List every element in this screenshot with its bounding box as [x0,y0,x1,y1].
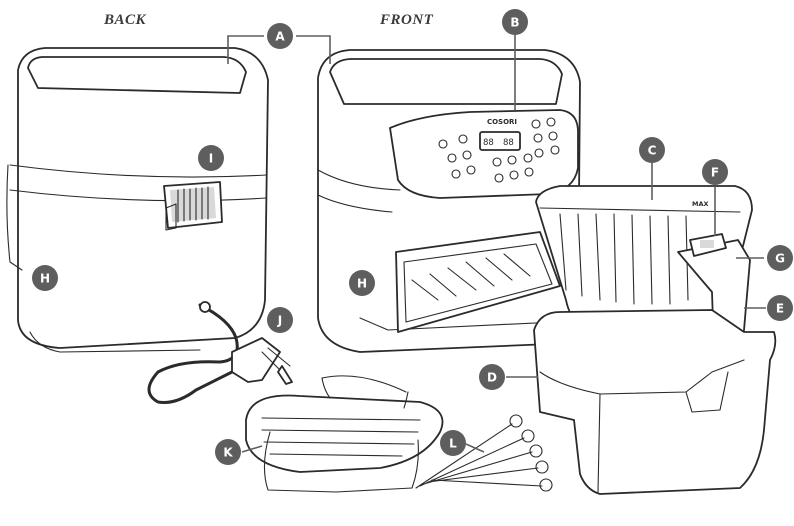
callout-badge-circle [639,137,665,163]
rack-illustration [245,375,444,493]
callout-badge-circle [198,145,224,171]
callout-badge-circle [479,364,505,390]
callout-badge-main-unit-back: H [32,265,58,291]
callout-badge-outer-basket: D [479,364,505,390]
callout-badge-circle [767,245,793,271]
callout-badge-main-unit: A [267,23,293,49]
basket-max-marking: MAX [692,200,709,208]
skewers-illustration [415,414,553,492]
back-view-title: BACK [103,12,147,28]
callout-badge-letter: F [711,166,719,180]
basket-illustration: MAX [535,185,753,353]
callout-badge-circle [215,439,241,465]
callout-badge-letter: B [510,16,519,30]
callout-badge-power-cord: J [267,307,293,333]
callout-badge-letter: H [40,272,50,286]
callout-badge-basket: C [639,137,665,163]
callout-badge-letter: K [223,446,233,460]
callout-badge-control-panel: B [502,9,528,35]
air-outlet-vent [163,181,223,231]
callout-badge-basket-release-button: G [767,245,793,271]
callout-badge-circle [502,9,528,35]
callout-badge-circle [267,23,293,49]
callout-badge-letter: G [775,252,785,266]
callout-badge-air-outlet: I [198,145,224,171]
back-unit [6,47,293,404]
callout-badge-letter: J [277,314,282,328]
callout-badge-letter: L [449,437,457,451]
callout-badge-circle [702,159,728,185]
callout-badge-rack: K [215,439,241,465]
callout-badge-button-guard: F [702,159,728,185]
callout-badge-circle [32,265,58,291]
callout-badge-letter: E [776,302,784,316]
callout-badge-letter: A [275,30,285,44]
callout-badge-letter: I [209,152,213,166]
callout-badge-letter: C [648,144,657,158]
callout-badge-circle [767,295,793,321]
power-cord-illustration [147,301,293,404]
callout-badge-circle [267,307,293,333]
callout-badge-skewers: L [440,430,466,456]
drawer-window [395,231,561,333]
control-panel: COSORI 88 88 [389,109,579,199]
callout-badge-letter: D [487,371,497,385]
callout-badges: A B C F G E I H H J D K L [32,9,793,465]
leader-lines [227,34,766,453]
callout-badge-basket-handle: E [767,295,793,321]
display-right-digits: 88 [503,138,514,148]
display-left-digits: 88 [483,138,494,148]
callout-badge-circle [349,270,375,296]
outer-basket-illustration [533,309,777,495]
callout-badge-letter: H [357,277,367,291]
brand-logo: COSORI [487,118,517,126]
front-view-title: FRONT [379,12,434,28]
callout-badge-main-unit-front: H [349,270,375,296]
callout-badge-circle [440,430,466,456]
